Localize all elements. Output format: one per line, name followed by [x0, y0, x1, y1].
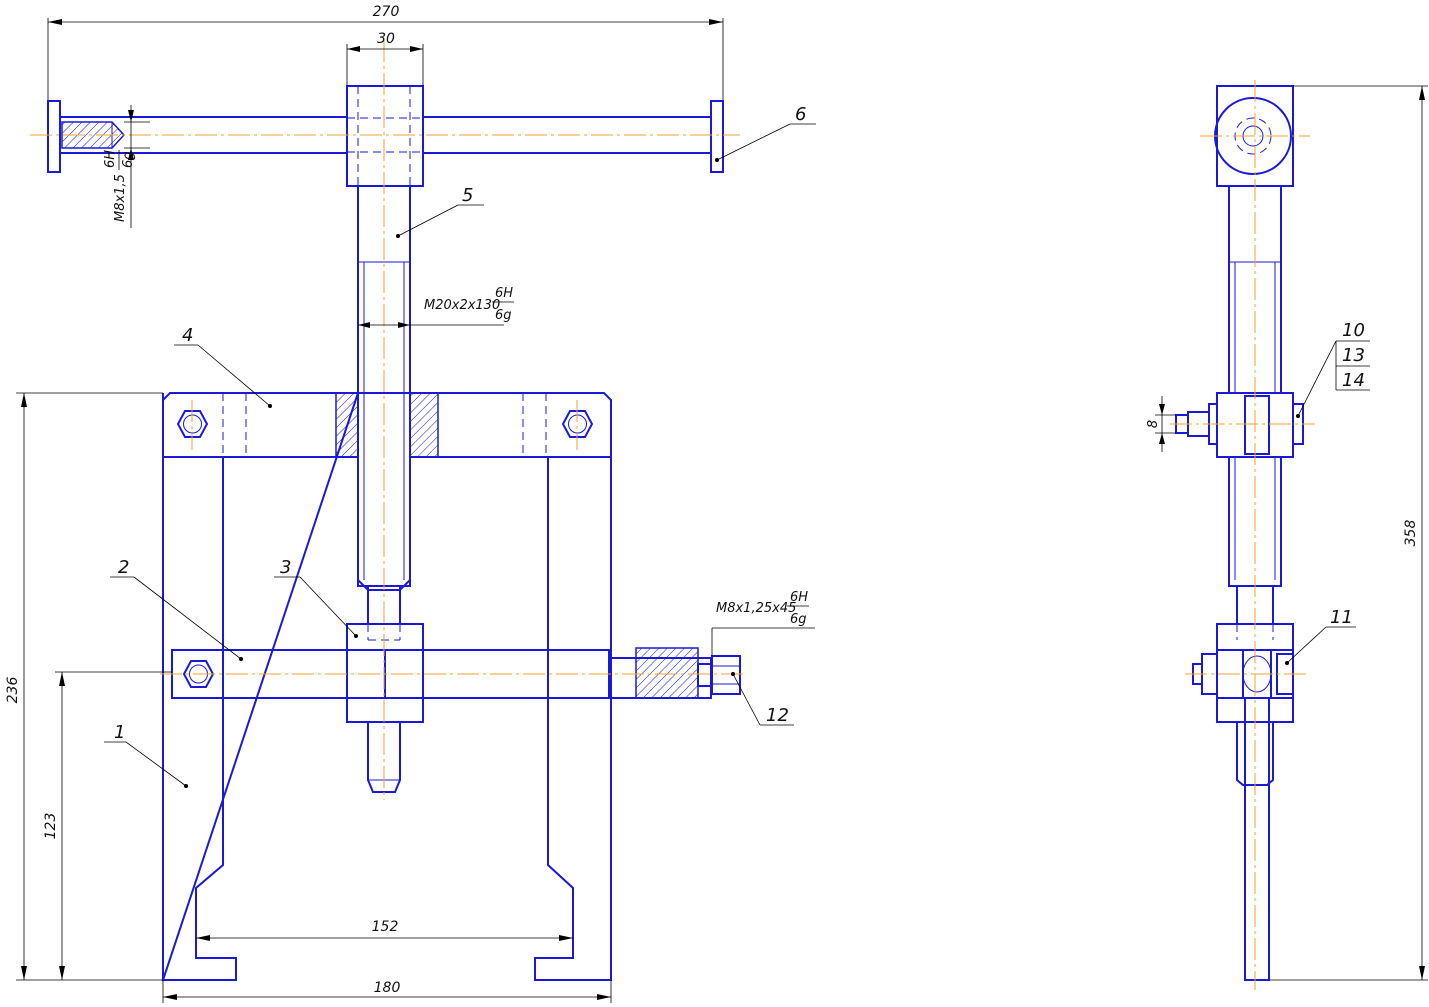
thread-label-handle: M8x1,5 [113, 174, 128, 222]
thread-tolerance-upper: 6H [495, 286, 513, 301]
part-label-13: 13 [1342, 345, 1365, 366]
front-dimensions: 270 30 M8x1,5 6H 6g M20x2x130 6H 6g M8x1… [5, 4, 815, 1003]
dimension-180: 180 [374, 980, 401, 996]
part-label-1: 1 [114, 722, 125, 743]
part-label-11: 11 [1330, 607, 1353, 628]
side-jaw-leg [1244, 697, 1270, 981]
thread-tolerance-upper: 6H [103, 150, 118, 168]
hatch-section-right [409, 392, 439, 458]
front-leaders: 1 2 3 4 5 6 12 [104, 104, 816, 788]
handle-cap-right [710, 100, 724, 173]
dimension-236: 236 [5, 677, 21, 704]
thread-tolerance-upper: 6H [790, 590, 808, 605]
front-view [30, 40, 745, 981]
side-nut-block [1216, 623, 1294, 723]
part-label-14: 14 [1342, 370, 1365, 391]
thread-label-screw: M20x2x130 [424, 298, 500, 313]
dimension-358: 358 [1403, 520, 1419, 547]
dimension-270: 270 [373, 4, 400, 20]
hatch-section-bolt [635, 647, 699, 699]
thread-label-bolt: M8x1,25x45 [716, 601, 796, 616]
thread-tolerance-lower: 6g [790, 612, 807, 627]
dimension-152: 152 [372, 919, 399, 935]
side-view [1170, 80, 1315, 990]
part-label-4: 4 [182, 325, 193, 346]
handle-cap-left [47, 100, 61, 173]
part-label-6: 6 [795, 104, 806, 125]
hatch-section-left [335, 392, 359, 458]
part-label-5: 5 [462, 185, 473, 206]
thread-tolerance-lower: 6g [121, 151, 136, 168]
dimension-8: 8 [1146, 420, 1161, 428]
part-label-2: 2 [118, 557, 129, 578]
side-dimensions: 8 358 10 13 14 11 [1146, 85, 1428, 981]
part-label-12: 12 [766, 705, 789, 726]
dimension-123: 123 [43, 813, 59, 840]
part-label-3: 3 [280, 557, 291, 578]
thread-tolerance-lower: 6g [495, 308, 512, 323]
dimension-30: 30 [377, 31, 395, 47]
part-label-10: 10 [1342, 320, 1365, 341]
